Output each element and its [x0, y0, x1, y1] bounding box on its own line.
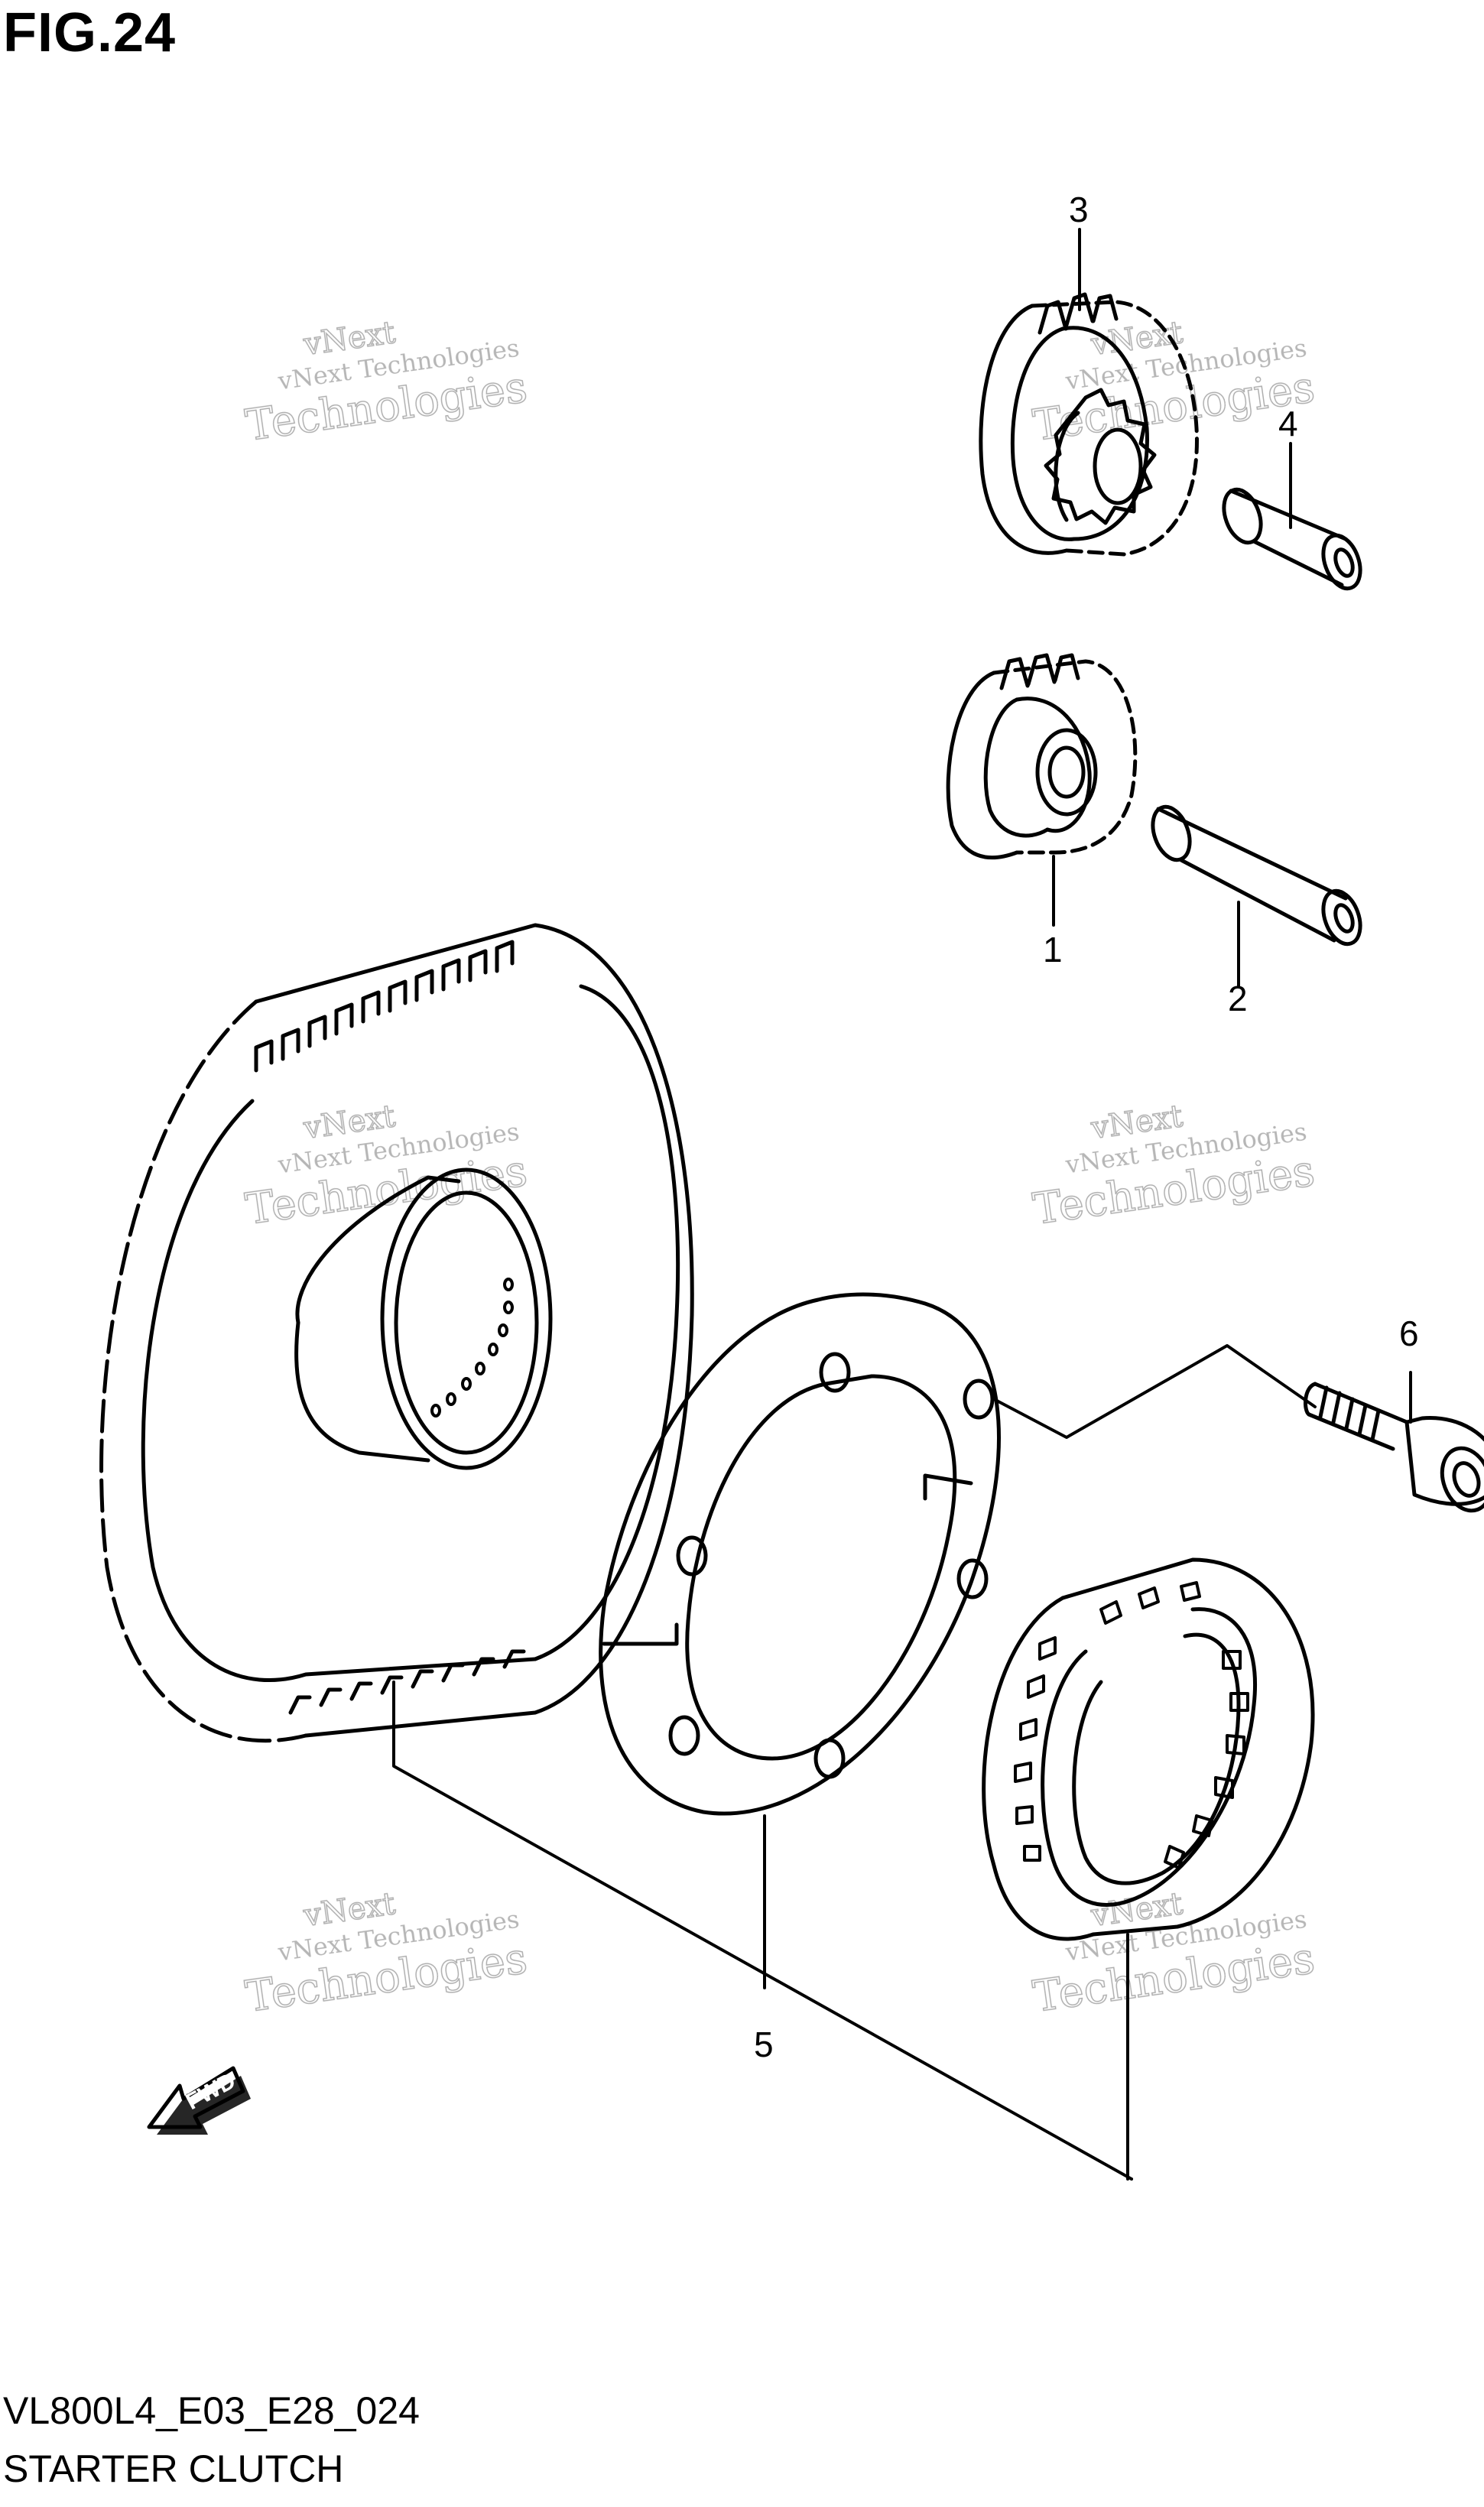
callout-5: 5	[754, 2025, 774, 2064]
callout-3: 3	[1069, 190, 1089, 229]
fwd-arrow: FWD	[147, 2066, 251, 2135]
callout-4: 4	[1278, 404, 1298, 443]
part-6-bolt[interactable]	[1304, 1382, 1484, 1518]
leader-lines	[392, 228, 1412, 2181]
watermarks: vNext Technologies vNext Technologies vN…	[242, 314, 1319, 2022]
callouts: 3 4 1 2 6 5	[754, 190, 1419, 2064]
part-2-long-shaft[interactable]	[1146, 802, 1367, 950]
figure-code: VL800L4_E03_E28_024	[3, 2389, 420, 2432]
part-3-double-gear[interactable]	[979, 292, 1199, 557]
callout-6: 6	[1399, 1314, 1419, 1353]
figure-title: FIG.24	[3, 2, 177, 63]
callout-1: 1	[1043, 930, 1063, 969]
one-way-clutch-cage[interactable]	[982, 1557, 1315, 1941]
part-1-idler-gear[interactable]	[946, 653, 1138, 860]
part-5-clutch-body[interactable]	[599, 1292, 1001, 1816]
figure-name: STARTER CLUTCH	[3, 2447, 344, 2490]
callout-2: 2	[1228, 979, 1248, 1018]
part-4-short-shaft[interactable]	[1217, 485, 1367, 594]
